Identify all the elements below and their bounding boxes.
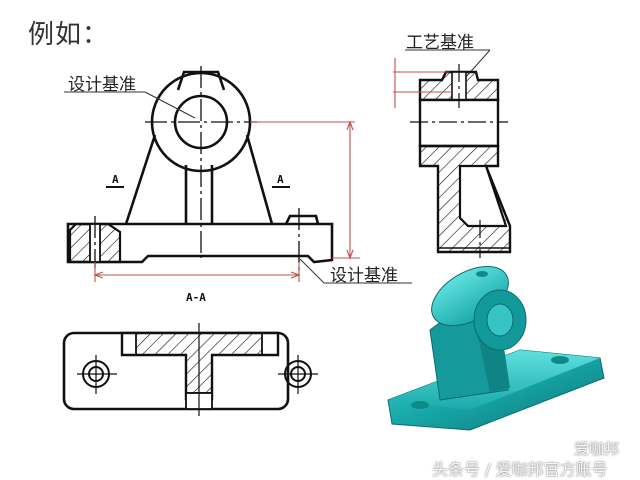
- example-heading: 例如：: [28, 20, 110, 50]
- process-datum-dimension: [393, 58, 452, 108]
- isometric-3d-model: [387, 265, 605, 431]
- section-view-aa: [62, 323, 318, 416]
- right-support-line: [245, 134, 274, 225]
- front-center-lines: [94, 66, 300, 272]
- design-datum-label-bottom: 设计基准: [330, 266, 398, 286]
- dimension-lines: [93, 120, 360, 282]
- side-section-view: [418, 70, 512, 254]
- right-boss: [284, 214, 320, 225]
- process-datum-label: 工艺基准: [406, 33, 474, 53]
- section-mark-left: A: [112, 173, 119, 186]
- watermark-source: 头条号 / 爱咖邦官方账号: [432, 460, 608, 479]
- watermark-brand: 爱咖邦: [574, 440, 620, 458]
- side-center-lines: [410, 64, 508, 258]
- design-datum-label-top: 设计基准: [68, 75, 136, 95]
- section-view-label: A-A: [186, 291, 206, 304]
- left-support-line: [124, 134, 157, 225]
- section-mark-right: A: [277, 173, 284, 186]
